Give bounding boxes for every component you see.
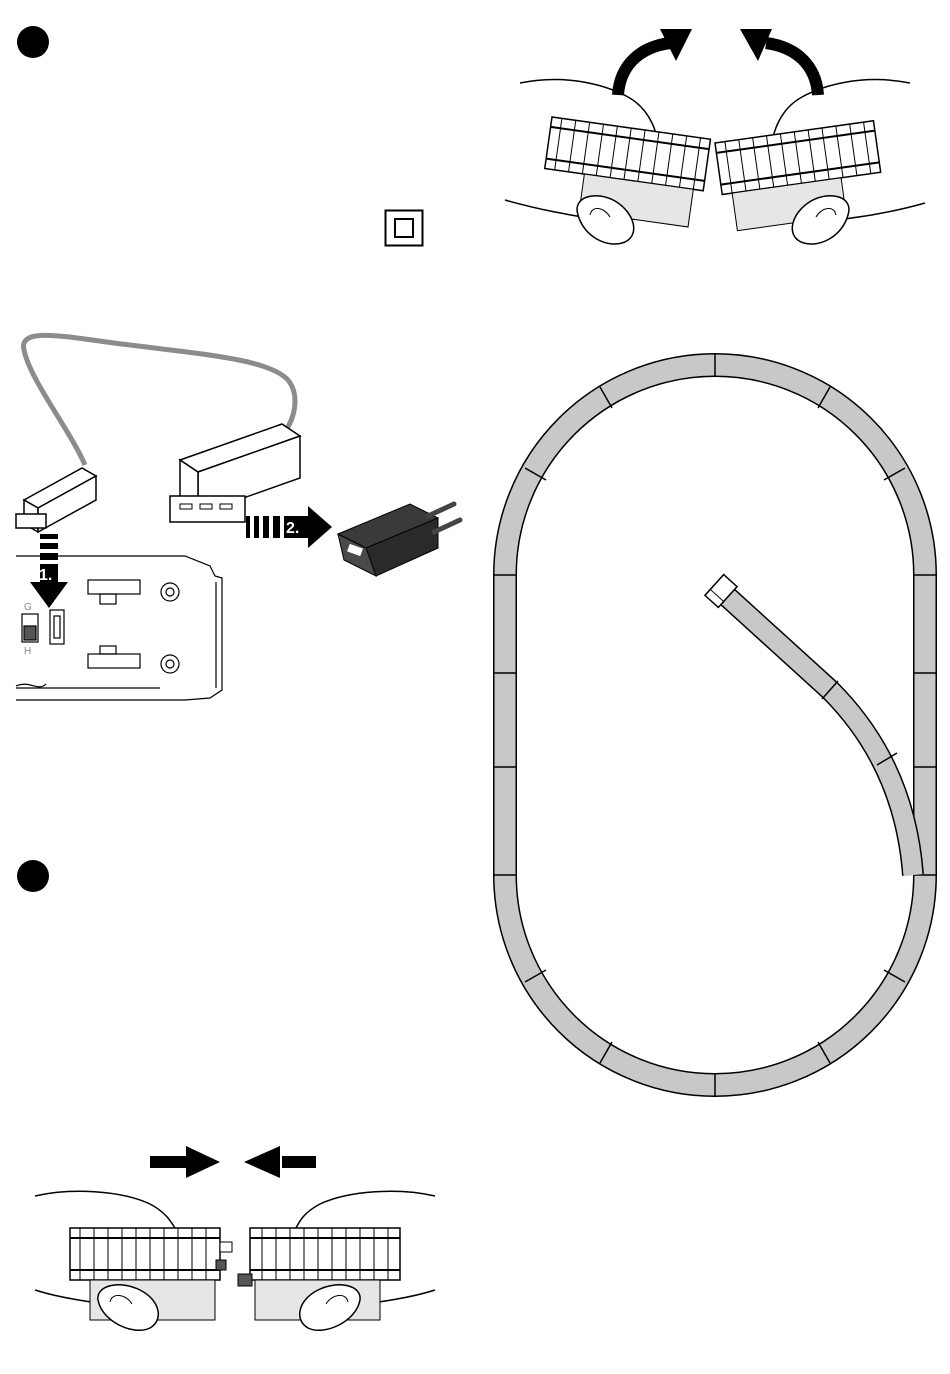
step-bullet-1	[17, 26, 49, 58]
arrow-step-1: 1.	[30, 534, 68, 608]
track-separation-illustration	[500, 25, 930, 255]
usb-a-plug	[170, 424, 300, 522]
oval-track-layout	[495, 355, 935, 1095]
arrow-step-2: 2.	[246, 506, 332, 548]
push-together-arrows-icon	[150, 1146, 316, 1178]
micro-usb-plug	[16, 468, 96, 532]
track-joining-illustration	[30, 1140, 440, 1340]
double-insulation-icon	[384, 209, 424, 247]
arrow-step-2-label: 2.	[286, 520, 299, 537]
arrow-step-1-label: 1.	[39, 567, 52, 584]
curved-arrows-icon	[618, 29, 818, 95]
svg-text:G: G	[24, 602, 32, 613]
usb-charging-illustration: 1. 2. G H	[10, 320, 470, 710]
step-bullet-2	[17, 860, 49, 892]
usb-charger	[338, 504, 460, 576]
siding-track	[720, 590, 913, 875]
svg-text:H: H	[24, 646, 31, 657]
